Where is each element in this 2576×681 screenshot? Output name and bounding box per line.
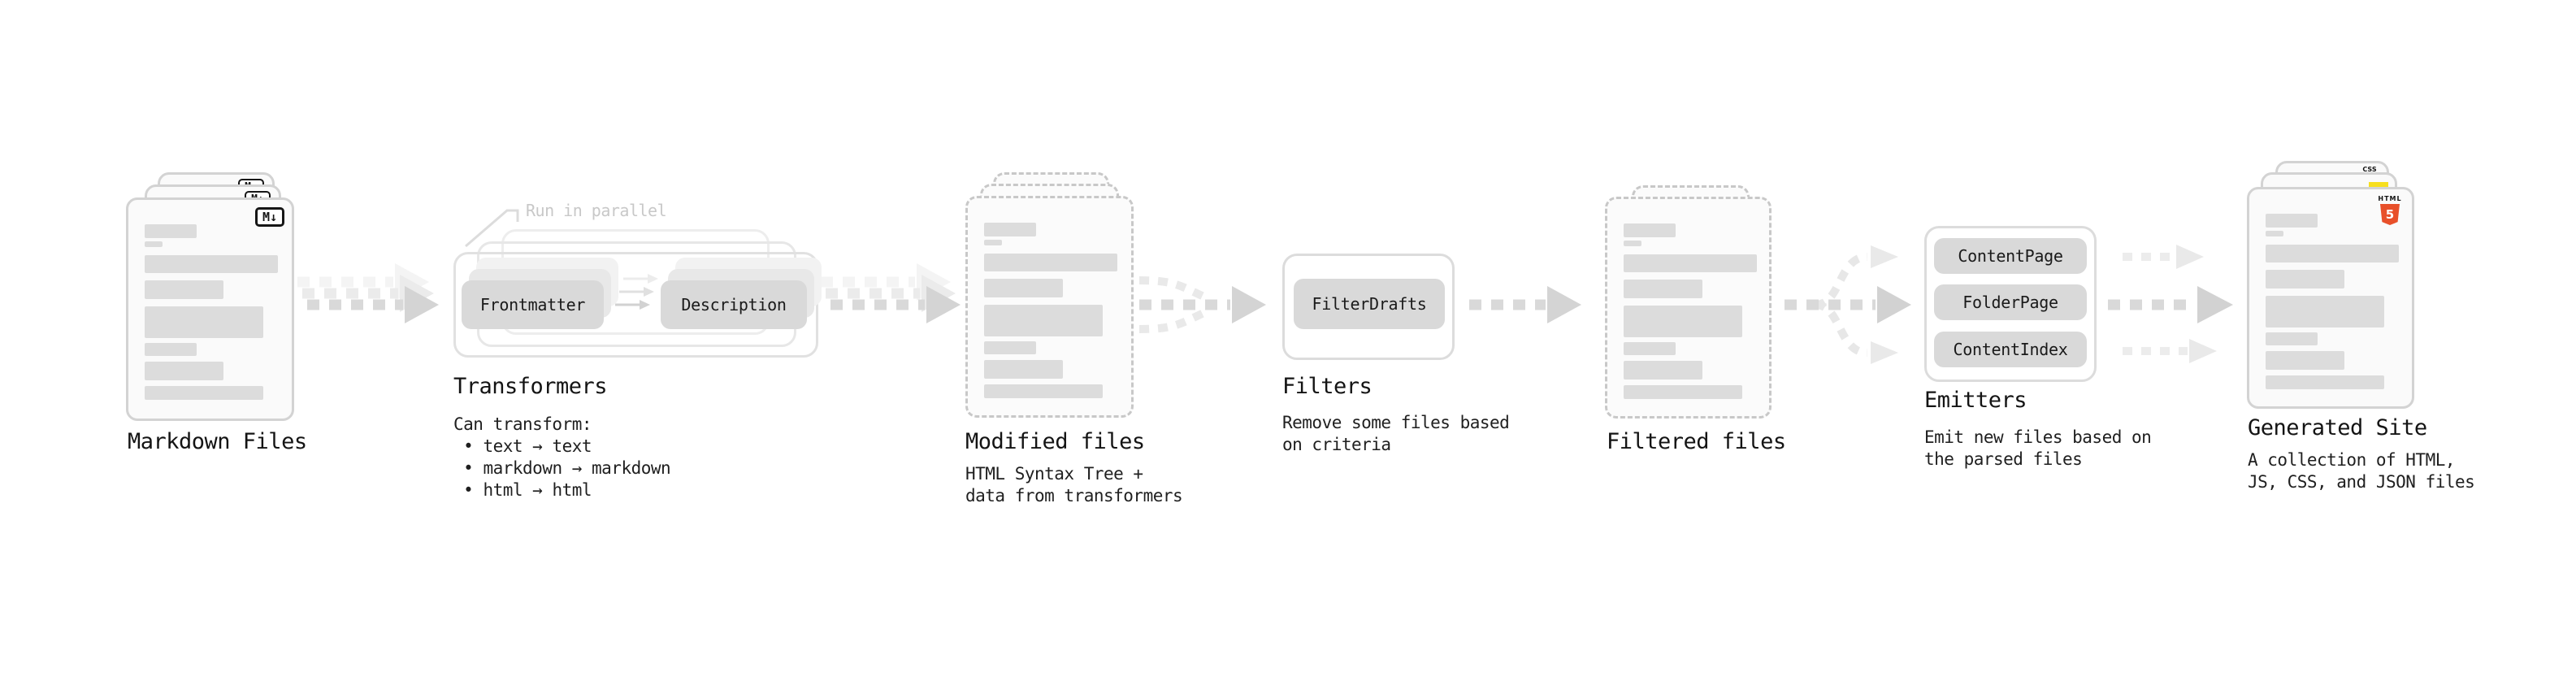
- file-content-skeleton: [2249, 189, 2412, 406]
- filtered-file-card-front: [1605, 197, 1772, 419]
- file-content-skeleton: [1607, 199, 1769, 416]
- arrow-filtered-to-emitters: [1785, 245, 1911, 364]
- modified-file-card-front: [965, 196, 1134, 418]
- generated-site-label: Generated Site: [2248, 415, 2427, 440]
- markdown-icon: M↓: [255, 207, 284, 227]
- arrow-emitters-to-generated: [2108, 245, 2233, 363]
- frontmatter-pill: Frontmatter: [462, 280, 604, 329]
- content-page-pill: ContentPage: [1934, 238, 2087, 274]
- description-pill: Description: [661, 280, 807, 329]
- transformers-label: Transformers: [453, 374, 608, 399]
- arrow-modified-to-filters: [1138, 276, 1266, 333]
- file-content-skeleton: [128, 200, 292, 419]
- filter-drafts-pill: FilterDrafts: [1294, 279, 1445, 329]
- generated-file-card-front: HTML 5: [2247, 187, 2414, 409]
- emitters-description: Emit new files based on the parsed files: [1924, 427, 2152, 469]
- filters-label: Filters: [1282, 374, 1373, 399]
- file-content-skeleton: [968, 198, 1131, 415]
- content-index-pill: ContentIndex: [1934, 332, 2087, 367]
- arrow-markdown-to-transformers: [297, 263, 439, 323]
- modified-files-label: Modified files: [965, 429, 1145, 454]
- markdown-files-label: Markdown Files: [128, 429, 307, 454]
- run-in-parallel-annotation: Run in parallel: [526, 201, 667, 220]
- html5-shield: 5: [2380, 204, 2400, 225]
- html5-icon: HTML 5: [2378, 195, 2402, 225]
- arrow-transformers-to-modified: [821, 263, 961, 323]
- transformers-description: Can transform: • text → text • markdown …: [453, 414, 671, 500]
- emitters-label: Emitters: [1924, 388, 2027, 413]
- filtered-files-label: Filtered files: [1607, 429, 1786, 454]
- modified-files-description: HTML Syntax Tree + data from transformer…: [965, 464, 1183, 505]
- filters-description: Remove some files based on criteria: [1282, 413, 1510, 454]
- arrow-frontmatter-to-description: [615, 274, 658, 310]
- arrow-filters-to-filtered: [1469, 286, 1581, 323]
- run-in-parallel-callout-line: [465, 209, 519, 248]
- generated-site-description: A collection of HTML, JS, CSS, and JSON …: [2248, 450, 2475, 492]
- markdown-file-card-front: M↓: [126, 197, 294, 421]
- folder-page-pill: FolderPage: [1934, 284, 2087, 320]
